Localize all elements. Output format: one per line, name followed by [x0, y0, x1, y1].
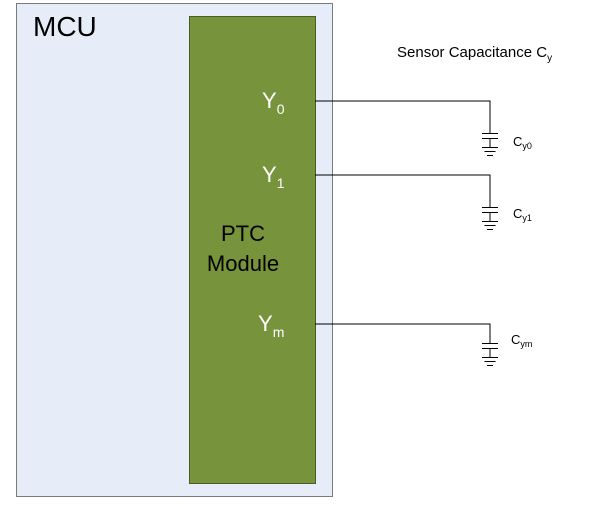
wire-y1	[315, 174, 491, 207]
capacitor-label-cy0: Cy0	[513, 134, 532, 151]
pin-label-y1: Y1	[262, 162, 285, 191]
sensor-capacitance-caption: Sensor Capacitance Cy	[397, 44, 552, 64]
ptc-module-label-line1: PTC	[221, 221, 265, 246]
mcu-label: MCU	[33, 11, 97, 42]
ptc-module-block	[189, 16, 316, 484]
capacitor-cy1-symbol	[482, 207, 498, 230]
capacitor-cy0-symbol	[482, 133, 498, 156]
wire-y0	[315, 100, 491, 133]
capacitor-label-cy1: Cy1	[513, 206, 532, 223]
capacitor-label-cym: Cym	[511, 332, 532, 349]
capacitor-cym-symbol	[482, 343, 498, 366]
pin-label-ym: Ym	[258, 311, 284, 340]
ptc-module-label-line2: Module	[207, 251, 279, 276]
wire-ym	[315, 323, 491, 343]
pin-label-y0: Y0	[262, 88, 285, 117]
